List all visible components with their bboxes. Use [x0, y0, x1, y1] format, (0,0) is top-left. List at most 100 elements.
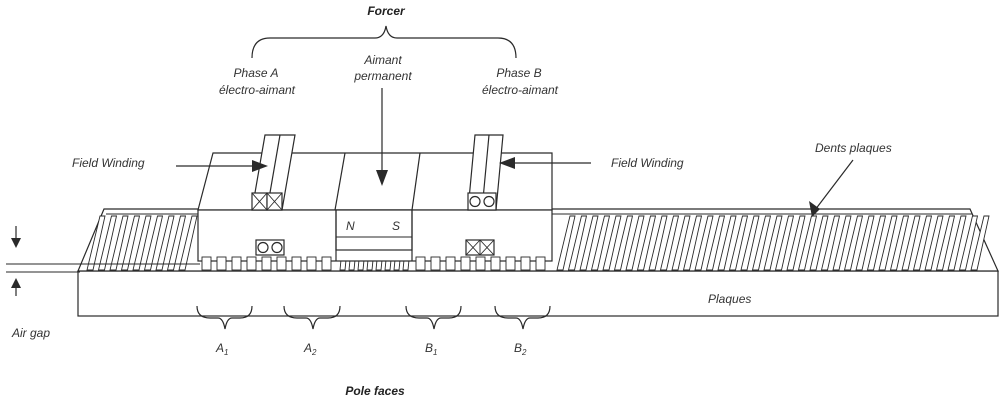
platen-tooth	[740, 215, 760, 271]
phase-b-label-line1: Phase B	[496, 66, 541, 80]
platen-tooth	[625, 215, 645, 271]
phase-a-coil-lower	[255, 239, 285, 256]
aimant-arrow	[376, 88, 388, 186]
pole-tooth	[415, 256, 426, 271]
phase-b-coil	[467, 134, 504, 211]
platen-tooth	[935, 215, 956, 271]
aimant-label-line2: permanent	[353, 69, 412, 83]
platen-tooth	[947, 215, 967, 271]
platen-tooth	[809, 215, 829, 271]
pole-tooth	[430, 256, 441, 271]
pole-tooth	[246, 256, 257, 271]
brace-a1	[196, 305, 253, 330]
platen-tooth	[567, 215, 588, 271]
pole-tooth	[261, 256, 272, 271]
platen-tooth	[970, 215, 990, 271]
forcer-brace	[251, 25, 517, 59]
forcer-pole-teeth	[201, 256, 546, 271]
pole-tooth	[276, 256, 287, 271]
pole-tooth	[231, 256, 242, 271]
aimant-label-line1: Aimant	[363, 53, 402, 67]
platen-tooth	[602, 215, 622, 271]
platen-tooth	[832, 215, 852, 271]
platen-tooth	[866, 215, 887, 271]
platen-tooth	[143, 215, 164, 271]
platen-tooth	[763, 215, 783, 271]
phase-a-label-line2: électro-aimant	[219, 83, 296, 97]
magnet-n-label: N	[346, 219, 355, 233]
platen-tooth	[924, 215, 944, 271]
platen-tooth	[717, 215, 737, 271]
platen-tooth	[613, 215, 634, 271]
platen-tooth	[166, 215, 187, 271]
platen-tooth	[636, 215, 657, 271]
platen-body	[77, 270, 999, 317]
platen-tooth	[878, 215, 898, 271]
platen-tooth	[155, 215, 175, 271]
pole-tooth	[321, 256, 332, 271]
field-winding-left-label: Field Winding	[72, 156, 145, 170]
forcer-label: Forcer	[367, 4, 406, 18]
platen-tooth	[579, 215, 599, 271]
platen-tooth	[86, 215, 106, 271]
field-winding-right-label: Field Winding	[611, 156, 684, 170]
platen-tooth	[120, 215, 141, 271]
platen-tooth	[682, 215, 703, 271]
pole-tooth	[475, 256, 486, 271]
platen-tooth	[797, 215, 818, 271]
platen-tooth	[705, 215, 726, 271]
phase-a-coil	[251, 134, 296, 211]
plaques-label: Plaques	[708, 292, 751, 306]
pole-a1-label: A1	[215, 341, 228, 357]
pole-b2-label: B2	[514, 341, 527, 357]
platen-tooth	[751, 215, 772, 271]
platen-tooth	[786, 215, 806, 271]
platen-tooth	[178, 215, 198, 271]
platen-tooth	[728, 215, 749, 271]
platen-tooth	[590, 215, 611, 271]
pole-tooth	[505, 256, 516, 271]
pole-tooth	[520, 256, 531, 271]
field-winding-right-arrow	[499, 157, 591, 169]
platen-tooth	[855, 215, 875, 271]
brace-a2	[283, 305, 341, 330]
platen-tooth	[774, 215, 795, 271]
pole-tooth	[216, 256, 227, 271]
platen-tooth	[648, 215, 668, 271]
dents-plaques-arrow	[809, 159, 854, 217]
phase-a-label-line1: Phase A	[234, 66, 279, 80]
pole-tooth	[306, 256, 317, 271]
field-winding-left-arrow	[176, 160, 268, 172]
platen-tooth	[659, 215, 680, 271]
air-gap-indicator	[6, 226, 200, 296]
forcer-body	[197, 134, 553, 271]
platen-tooth	[671, 215, 691, 271]
phase-b-label-line2: électro-aimant	[482, 83, 559, 97]
pole-a2-label: A2	[303, 341, 317, 357]
platen-tooth	[901, 215, 921, 271]
platen-tooth	[109, 215, 129, 271]
platen-tooth	[556, 215, 576, 271]
phase-b-coil-lower	[465, 239, 495, 256]
pole-tooth	[460, 256, 471, 271]
magnet-s-label: S	[392, 219, 400, 233]
pole-tooth	[490, 256, 501, 271]
pole-tooth	[535, 256, 546, 271]
brace-b1	[405, 305, 462, 330]
pole-tooth	[445, 256, 456, 271]
pole-faces-label: Pole faces	[345, 384, 405, 398]
air-gap-label: Air gap	[11, 326, 50, 340]
platen-tooth	[958, 215, 979, 271]
platen-tooth	[820, 215, 841, 271]
pole-tooth	[291, 256, 302, 271]
pole-tooth	[201, 256, 212, 271]
brace-b2	[494, 305, 551, 330]
platen-tooth	[912, 215, 933, 271]
platen-tooth	[132, 215, 152, 271]
pole-b1-label: B1	[425, 341, 437, 357]
platen-tooth	[97, 215, 118, 271]
platen-tooth	[694, 215, 714, 271]
dents-plaques-label: Dents plaques	[815, 141, 892, 155]
platen-tooth	[889, 215, 910, 271]
